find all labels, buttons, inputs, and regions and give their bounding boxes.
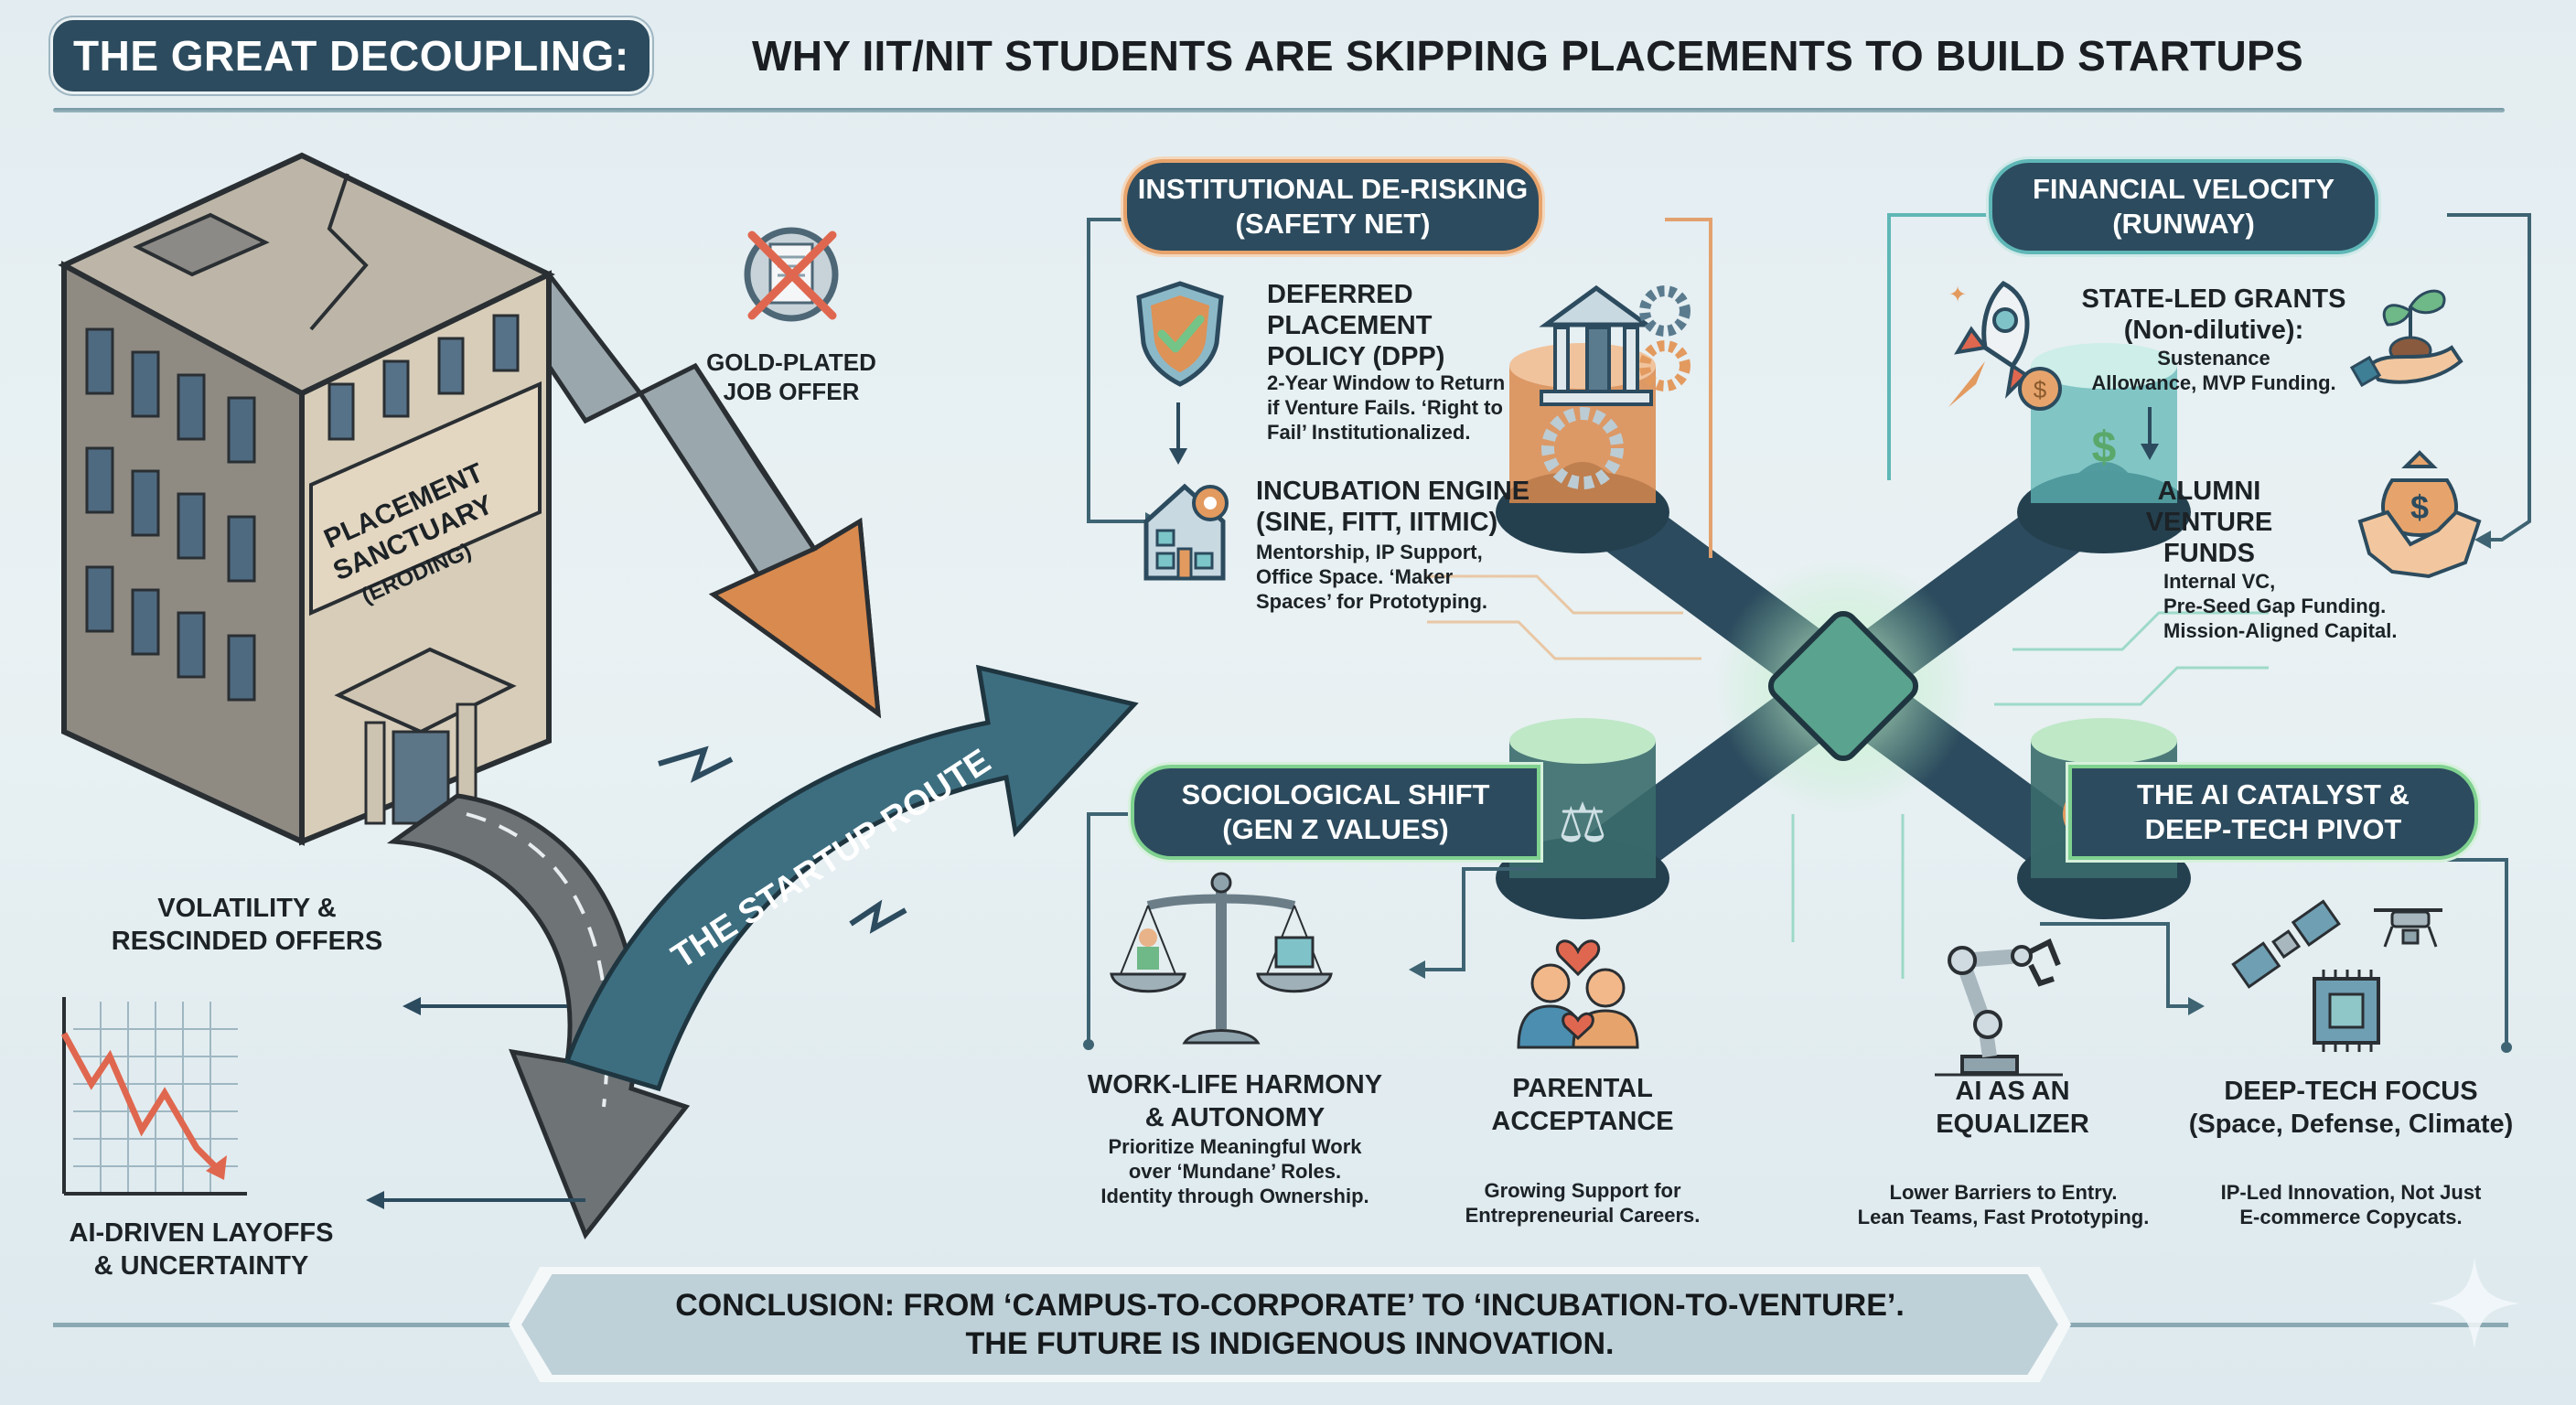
header-title-highlight-text: THE GREAT DECOUPLING:	[73, 32, 629, 80]
conclusion-line2: THE FUTURE IS INDIGENOUS INNOVATION.	[965, 1326, 1615, 1361]
incubation-description: Mentorship, IP Support, Office Space. ‘M…	[1256, 541, 1488, 613]
alumni-heading: ALUMNI VENTURE FUNDS	[2145, 477, 2273, 568]
seedling-hand-icon	[2349, 289, 2463, 388]
left-illustration: PLACEMENT SANCTUARY (ERODING) THE STARTU…	[58, 152, 1139, 1239]
deep-tech-description: IP-Led Innovation, Not Just E-commerce C…	[2220, 1181, 2482, 1228]
conclusion-rule-left	[53, 1323, 510, 1327]
conclusion-banner: CONCLUSION: FROM ‘CAMPUS-TO-CORPORATE’ T…	[521, 1274, 2058, 1375]
financial-section-title: FINANCIAL VELOCITY (RUNWAY)	[1992, 163, 2375, 251]
svg-text:✦: ✦	[1948, 282, 1967, 307]
institution-gears-icon	[1539, 284, 1690, 406]
volatility-label: VOLATILITY & RESCINDED OFFERS	[111, 894, 383, 956]
dpp-description: 2-Year Window to Return if Venture Fails…	[1267, 371, 1506, 444]
header-title-highlight: THE GREAT DECOUPLING:	[53, 20, 649, 91]
dpp-heading: DEFERRED PLACEMENT POLICY (DPP)	[1267, 280, 1445, 371]
deep-tech-heading: DEEP-TECH FOCUS (Space, Defense, Climate…	[2188, 1077, 2514, 1139]
hub-core	[1767, 610, 1919, 762]
drone-icon	[2374, 908, 2442, 948]
parental-heading: PARENTAL ACCEPTANCE	[1491, 1074, 1674, 1136]
ai-section-title: THE AI CATALYST & DEEP-TECH PIVOT	[2072, 768, 2474, 856]
parental-description: Growing Support for Entrepreneurial Care…	[1465, 1179, 1701, 1227]
svg-text:$: $	[2410, 488, 2429, 526]
arrow-head-icon	[366, 1191, 384, 1209]
deep-tech-icons	[2231, 899, 2442, 1052]
svg-text:$: $	[2034, 376, 2047, 403]
gear-icon	[1541, 407, 1624, 489]
financial-connector	[1887, 213, 2531, 549]
chevron-icon	[849, 899, 907, 934]
chevron-icon	[658, 745, 734, 783]
header-divider	[53, 108, 2505, 113]
conclusion-rule-right	[2069, 1323, 2508, 1327]
ai-connector	[2040, 858, 2512, 1053]
money-bag-icon: $	[2092, 424, 2117, 472]
declining-chart-icon	[60, 997, 247, 1196]
work-life-balance-scale-icon	[1110, 872, 1333, 1045]
startup-route-arrow: THE STARTUP ROUTE	[564, 664, 1139, 1092]
chip-icon	[2313, 970, 2380, 1052]
shield-check-icon	[1136, 281, 1224, 387]
work-life-description: Prioritize Meaningful Work over ‘Mundane…	[1100, 1135, 1369, 1207]
incubator-building-icon	[1143, 483, 1229, 581]
robot-arm-icon	[1935, 938, 2063, 1077]
ai-equalizer-heading: AI AS AN EQUALIZER	[1936, 1077, 2089, 1139]
grants-description: Sustenance Allowance, MVP Funding.	[2091, 347, 2336, 394]
layoffs-label: AI-DRIVEN LAYOFFS & UNCERTAINTY	[69, 1218, 334, 1281]
ai-equalizer-description: Lower Barriers to Entry. Lean Teams, Fas…	[1857, 1181, 2150, 1228]
arrow-down-icon	[1169, 402, 1187, 465]
scale-icon: ⚖	[1558, 791, 1607, 855]
incubation-heading: INCUBATION ENGINE (SINE, FITT, IITMIC)	[1256, 477, 1530, 537]
arrow-down-icon	[2141, 407, 2159, 460]
sociological-connector	[1083, 812, 1537, 1050]
rocket-coins-icon: $ ✦	[1948, 280, 2062, 411]
arrow-head-icon	[402, 997, 421, 1015]
funding-handshake-icon: $	[2357, 450, 2482, 579]
alumni-description: Internal VC, Pre-Seed Gap Funding. Missi…	[2163, 570, 2398, 642]
declining-offer-arrow	[509, 271, 882, 719]
pillar-financial: $	[2017, 343, 2191, 553]
work-life-heading: WORK-LIFE HARMONY & AUTONOMY	[1087, 1070, 1383, 1132]
institutional-section-title: INSTITUTIONAL DE-RISKING (SAFETY NET)	[1127, 163, 1539, 251]
grants-heading: STATE-LED GRANTS (Non-dilutive):	[2081, 284, 2346, 345]
placement-sanctuary-building: PLACEMENT SANCTUARY (ERODING)	[58, 152, 555, 846]
pillar-institutional	[1496, 343, 1669, 553]
rescinded-job-offer-icon	[744, 227, 839, 322]
parents-heart-icon	[1517, 939, 1639, 1049]
header-title-rest: WHY IIT/NIT STUDENTS ARE SKIPPING PLACEM…	[752, 32, 2303, 80]
job-offer-label: GOLD-PLATED JOB OFFER	[706, 349, 876, 405]
conclusion-line1: CONCLUSION: FROM ‘CAMPUS-TO-CORPORATE’ T…	[675, 1288, 1905, 1323]
sociological-section-title: SOCIOLOGICAL SHIFT (GEN Z VALUES)	[1134, 768, 1537, 856]
satellite-icon	[2231, 899, 2341, 989]
sparkle-icon	[2429, 1258, 2520, 1349]
